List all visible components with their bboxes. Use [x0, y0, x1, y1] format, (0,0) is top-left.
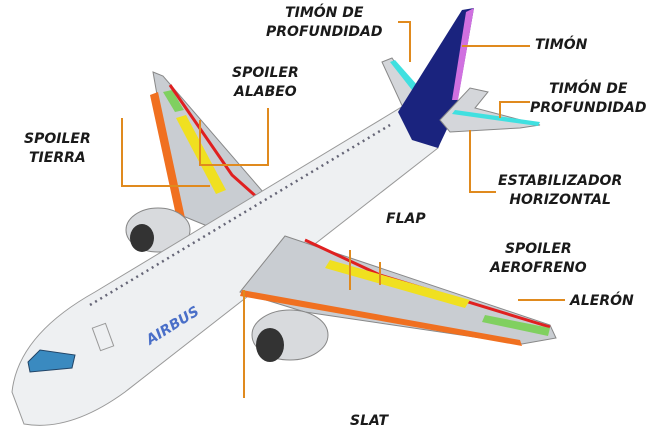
- leader-lines: [121, 21, 565, 398]
- label-line: ALABEO: [233, 84, 297, 100]
- label-ground-spoiler: SPOILER TIERRA: [24, 130, 91, 168]
- label-line: PROFUNDIDAD: [530, 100, 647, 116]
- label-line: PROFUNDIDAD: [266, 24, 383, 40]
- label-flap: FLAP: [386, 211, 426, 227]
- right-elevator: [452, 110, 540, 126]
- cabin-windows: [89, 123, 391, 307]
- label-elevator-left: TIMÓN DE PROFUNDIDAD: [266, 4, 383, 42]
- leader-roll-spoiler: [199, 108, 269, 166]
- label-rudder: TIMÓN: [535, 37, 588, 53]
- label-line: TIERRA: [29, 150, 86, 166]
- near-engine-intake: [256, 328, 284, 362]
- label-roll-spoiler: SPOILER ALABEO: [232, 64, 299, 102]
- leader-stabilizer: [469, 130, 496, 193]
- near-wing-aileron: [482, 315, 550, 336]
- label-line: TIMÓN DE: [549, 81, 628, 97]
- near-wing-spoilers: [325, 260, 470, 308]
- leader-elevator-left: [398, 21, 411, 62]
- leader-ground-spoiler: [121, 118, 210, 187]
- door: [91, 322, 115, 352]
- label-slat: SLAT: [350, 413, 389, 429]
- left-elevator: [390, 60, 418, 90]
- label-line: SPOILER: [504, 241, 572, 257]
- label-line: AEROFRENO: [490, 260, 587, 276]
- label-line: HORIZONTAL: [509, 192, 611, 208]
- label-line: SPOILER: [24, 131, 91, 147]
- leader-elevator-right: [499, 101, 530, 118]
- label-elevator-right: TIMÓN DE PROFUNDIDAD: [530, 80, 647, 118]
- label-speedbrake-spoiler: SPOILER AEROFRENO: [490, 240, 587, 278]
- vertical-stabilizer: [398, 8, 474, 148]
- far-wing-slat: [150, 92, 188, 234]
- near-wing-slat: [240, 290, 522, 346]
- far-engine-intake: [130, 224, 154, 252]
- far-wing-aileron: [163, 90, 184, 112]
- cockpit-windows: [27, 349, 76, 373]
- label-line: ESTABILIZADOR: [498, 173, 623, 189]
- label-line: SPOILER: [232, 65, 299, 81]
- far-wing-flap-edge: [168, 84, 261, 202]
- label-horizontal-stabilizer: ESTABILIZADOR HORIZONTAL: [498, 172, 622, 210]
- label-aileron: ALERÓN: [570, 293, 634, 309]
- rudder: [452, 8, 474, 100]
- near-wing: [239, 235, 557, 345]
- label-line: TIMÓN DE: [285, 5, 364, 21]
